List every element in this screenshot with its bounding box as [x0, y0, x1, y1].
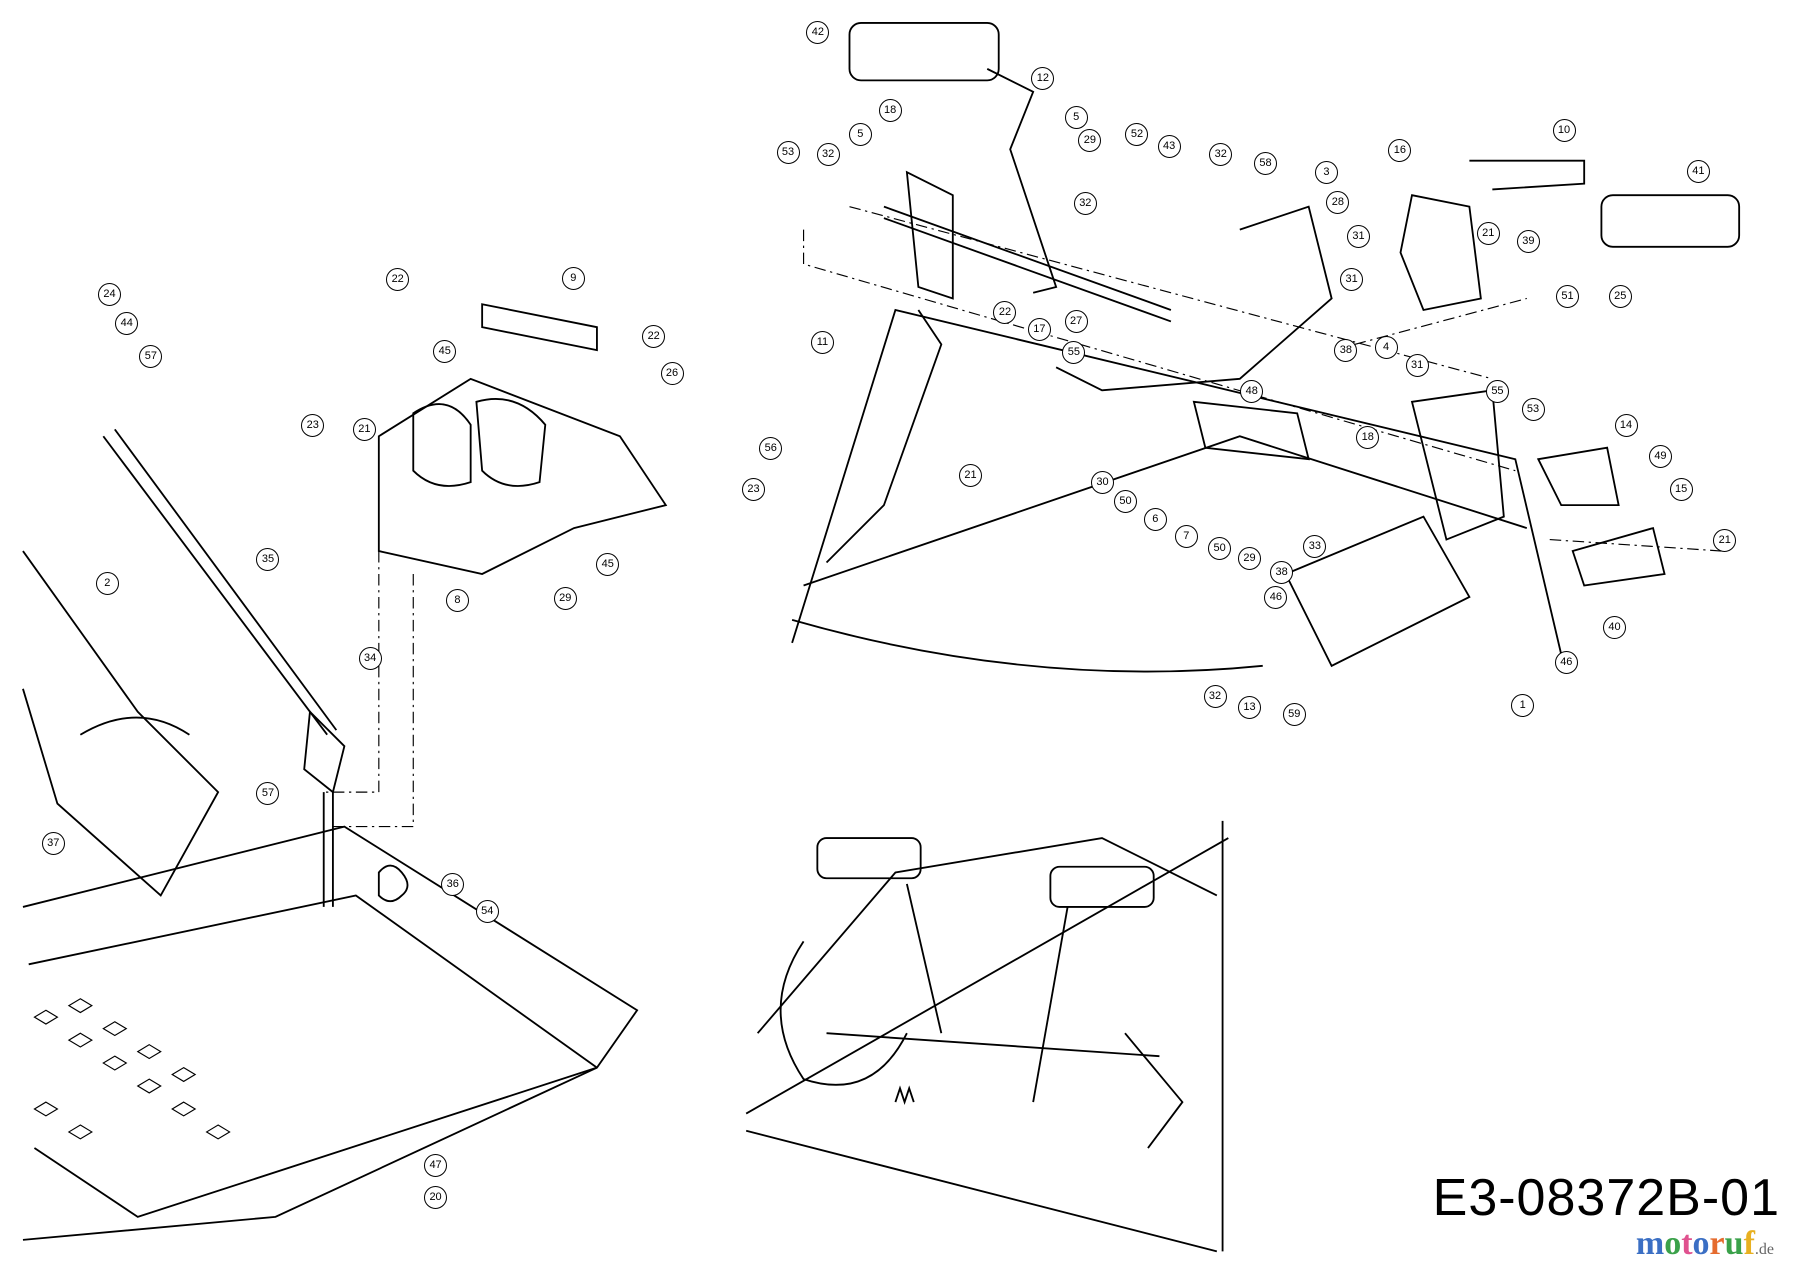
callout-part-18: 18: [1356, 426, 1380, 450]
callout-part-48: 48: [1240, 380, 1264, 404]
callout-part-22: 22: [386, 267, 410, 291]
left-deck: [22, 303, 668, 1241]
callout-part-29: 29: [1237, 546, 1261, 570]
callout-part-14: 14: [1614, 413, 1638, 437]
callout-part-50: 50: [1114, 489, 1137, 513]
callout-part-32: 32: [816, 142, 840, 166]
callout-part-41: 41: [1686, 160, 1710, 184]
callout-part-29: 29: [1078, 129, 1102, 153]
callout-part-21: 21: [959, 464, 983, 488]
callout-part-58: 58: [1254, 152, 1278, 175]
callout-part-24: 24: [98, 282, 122, 306]
callout-part-28: 28: [1326, 191, 1350, 215]
callout-part-27: 27: [1064, 310, 1088, 334]
callout-part-49: 49: [1648, 444, 1672, 468]
callout-part-38: 38: [1270, 560, 1294, 584]
callout-part-47: 47: [424, 1154, 448, 1178]
callout-part-55: 55: [1485, 380, 1509, 404]
callout-part-12: 12: [1031, 67, 1055, 91]
callout-part-43: 43: [1157, 134, 1181, 158]
callout-part-57: 57: [139, 344, 163, 368]
callout-part-31: 31: [1340, 267, 1364, 291]
pedal-assembly: [791, 22, 1741, 673]
callout-part-20: 20: [424, 1186, 448, 1210]
callout-part-23: 23: [742, 478, 766, 502]
callout-part-5: 5: [848, 123, 872, 147]
callout-part-53: 53: [1521, 397, 1545, 421]
callout-part-30: 30: [1091, 471, 1115, 495]
callout-part-37: 37: [41, 831, 65, 855]
callout-part-4: 4: [1374, 335, 1398, 359]
callout-part-21: 21: [1713, 528, 1737, 552]
callout-part-56: 56: [759, 436, 783, 460]
callout-part-54: 54: [475, 900, 499, 924]
watermark-logo: motoruf.de: [1635, 1225, 1774, 1262]
callout-part-36: 36: [441, 872, 465, 896]
callout-part-3: 3: [1314, 161, 1338, 185]
callout-part-16: 16: [1388, 139, 1412, 163]
callout-part-23: 23: [301, 413, 325, 437]
callout-part-46: 46: [1554, 651, 1578, 675]
callout-part-57: 57: [256, 782, 280, 806]
callout-part-38: 38: [1334, 339, 1358, 363]
callout-part-59: 59: [1282, 703, 1306, 727]
callout-part-45: 45: [433, 340, 457, 364]
callout-part-9: 9: [561, 266, 585, 290]
callout-part-11: 11: [810, 331, 834, 355]
callout-part-21: 21: [352, 418, 376, 442]
drawing-code: E3-08372B-01: [1432, 1169, 1780, 1227]
callout-part-25: 25: [1608, 285, 1632, 309]
callout-part-7: 7: [1174, 525, 1198, 549]
callout-part-50: 50: [1208, 536, 1232, 560]
callout-part-15: 15: [1669, 478, 1693, 502]
callout-part-52: 52: [1125, 123, 1149, 147]
callout-part-8: 8: [445, 589, 469, 613]
callout-part-17: 17: [1027, 318, 1051, 342]
callout-part-53: 53: [776, 140, 800, 164]
callout-part-32: 32: [1073, 192, 1097, 216]
callout-part-29: 29: [553, 587, 577, 611]
callout-part-42: 42: [806, 21, 830, 45]
callout-part-1: 1: [1511, 693, 1535, 717]
callout-part-39: 39: [1516, 230, 1540, 254]
assembly-lines: [321, 206, 1722, 828]
callout-part-44: 44: [115, 311, 139, 335]
callout-part-51: 51: [1555, 285, 1579, 309]
callout-part-2: 2: [95, 572, 119, 596]
callout-part-45: 45: [596, 552, 620, 576]
callout-part-32: 32: [1203, 684, 1227, 708]
callout-part-55: 55: [1062, 341, 1086, 365]
callout-part-46: 46: [1264, 585, 1288, 609]
callout-part-40: 40: [1603, 615, 1627, 639]
callout-part-22: 22: [642, 325, 666, 349]
callout-part-13: 13: [1237, 696, 1261, 720]
callout-part-33: 33: [1303, 535, 1327, 559]
callout-part-26: 26: [660, 362, 684, 386]
callout-part-5: 5: [1064, 106, 1088, 130]
callout-part-32: 32: [1209, 142, 1233, 166]
callout-part-22: 22: [993, 301, 1017, 325]
callout-part-31: 31: [1347, 225, 1371, 249]
callout-part-34: 34: [358, 646, 382, 670]
callout-part-35: 35: [256, 548, 280, 572]
inset-view: [745, 820, 1229, 1253]
callout-part-6: 6: [1143, 507, 1167, 531]
callout-part-21: 21: [1476, 222, 1500, 246]
callout-part-31: 31: [1405, 354, 1429, 378]
callout-part-18: 18: [878, 99, 902, 123]
callout-part-10: 10: [1552, 118, 1576, 142]
